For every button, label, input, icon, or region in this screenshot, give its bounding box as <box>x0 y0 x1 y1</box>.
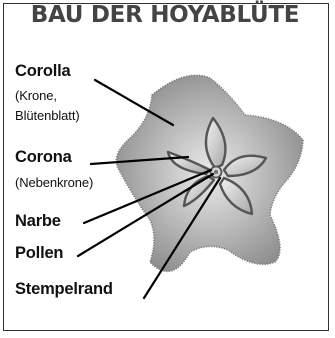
label-stempelrand: Stempelrand <box>15 280 113 299</box>
label-corolla-note-1: (Krone, <box>15 88 57 103</box>
corolla-petals <box>116 75 303 271</box>
label-corona-note: (Nebenkrone) <box>15 175 93 190</box>
label-corolla-note-2: Blütenblatt) <box>15 108 80 123</box>
label-narbe: Narbe <box>15 212 61 231</box>
label-corona: Corona <box>15 148 72 167</box>
label-pollen: Pollen <box>15 244 63 263</box>
label-corolla: Corolla <box>15 62 70 81</box>
stigma <box>214 170 218 174</box>
